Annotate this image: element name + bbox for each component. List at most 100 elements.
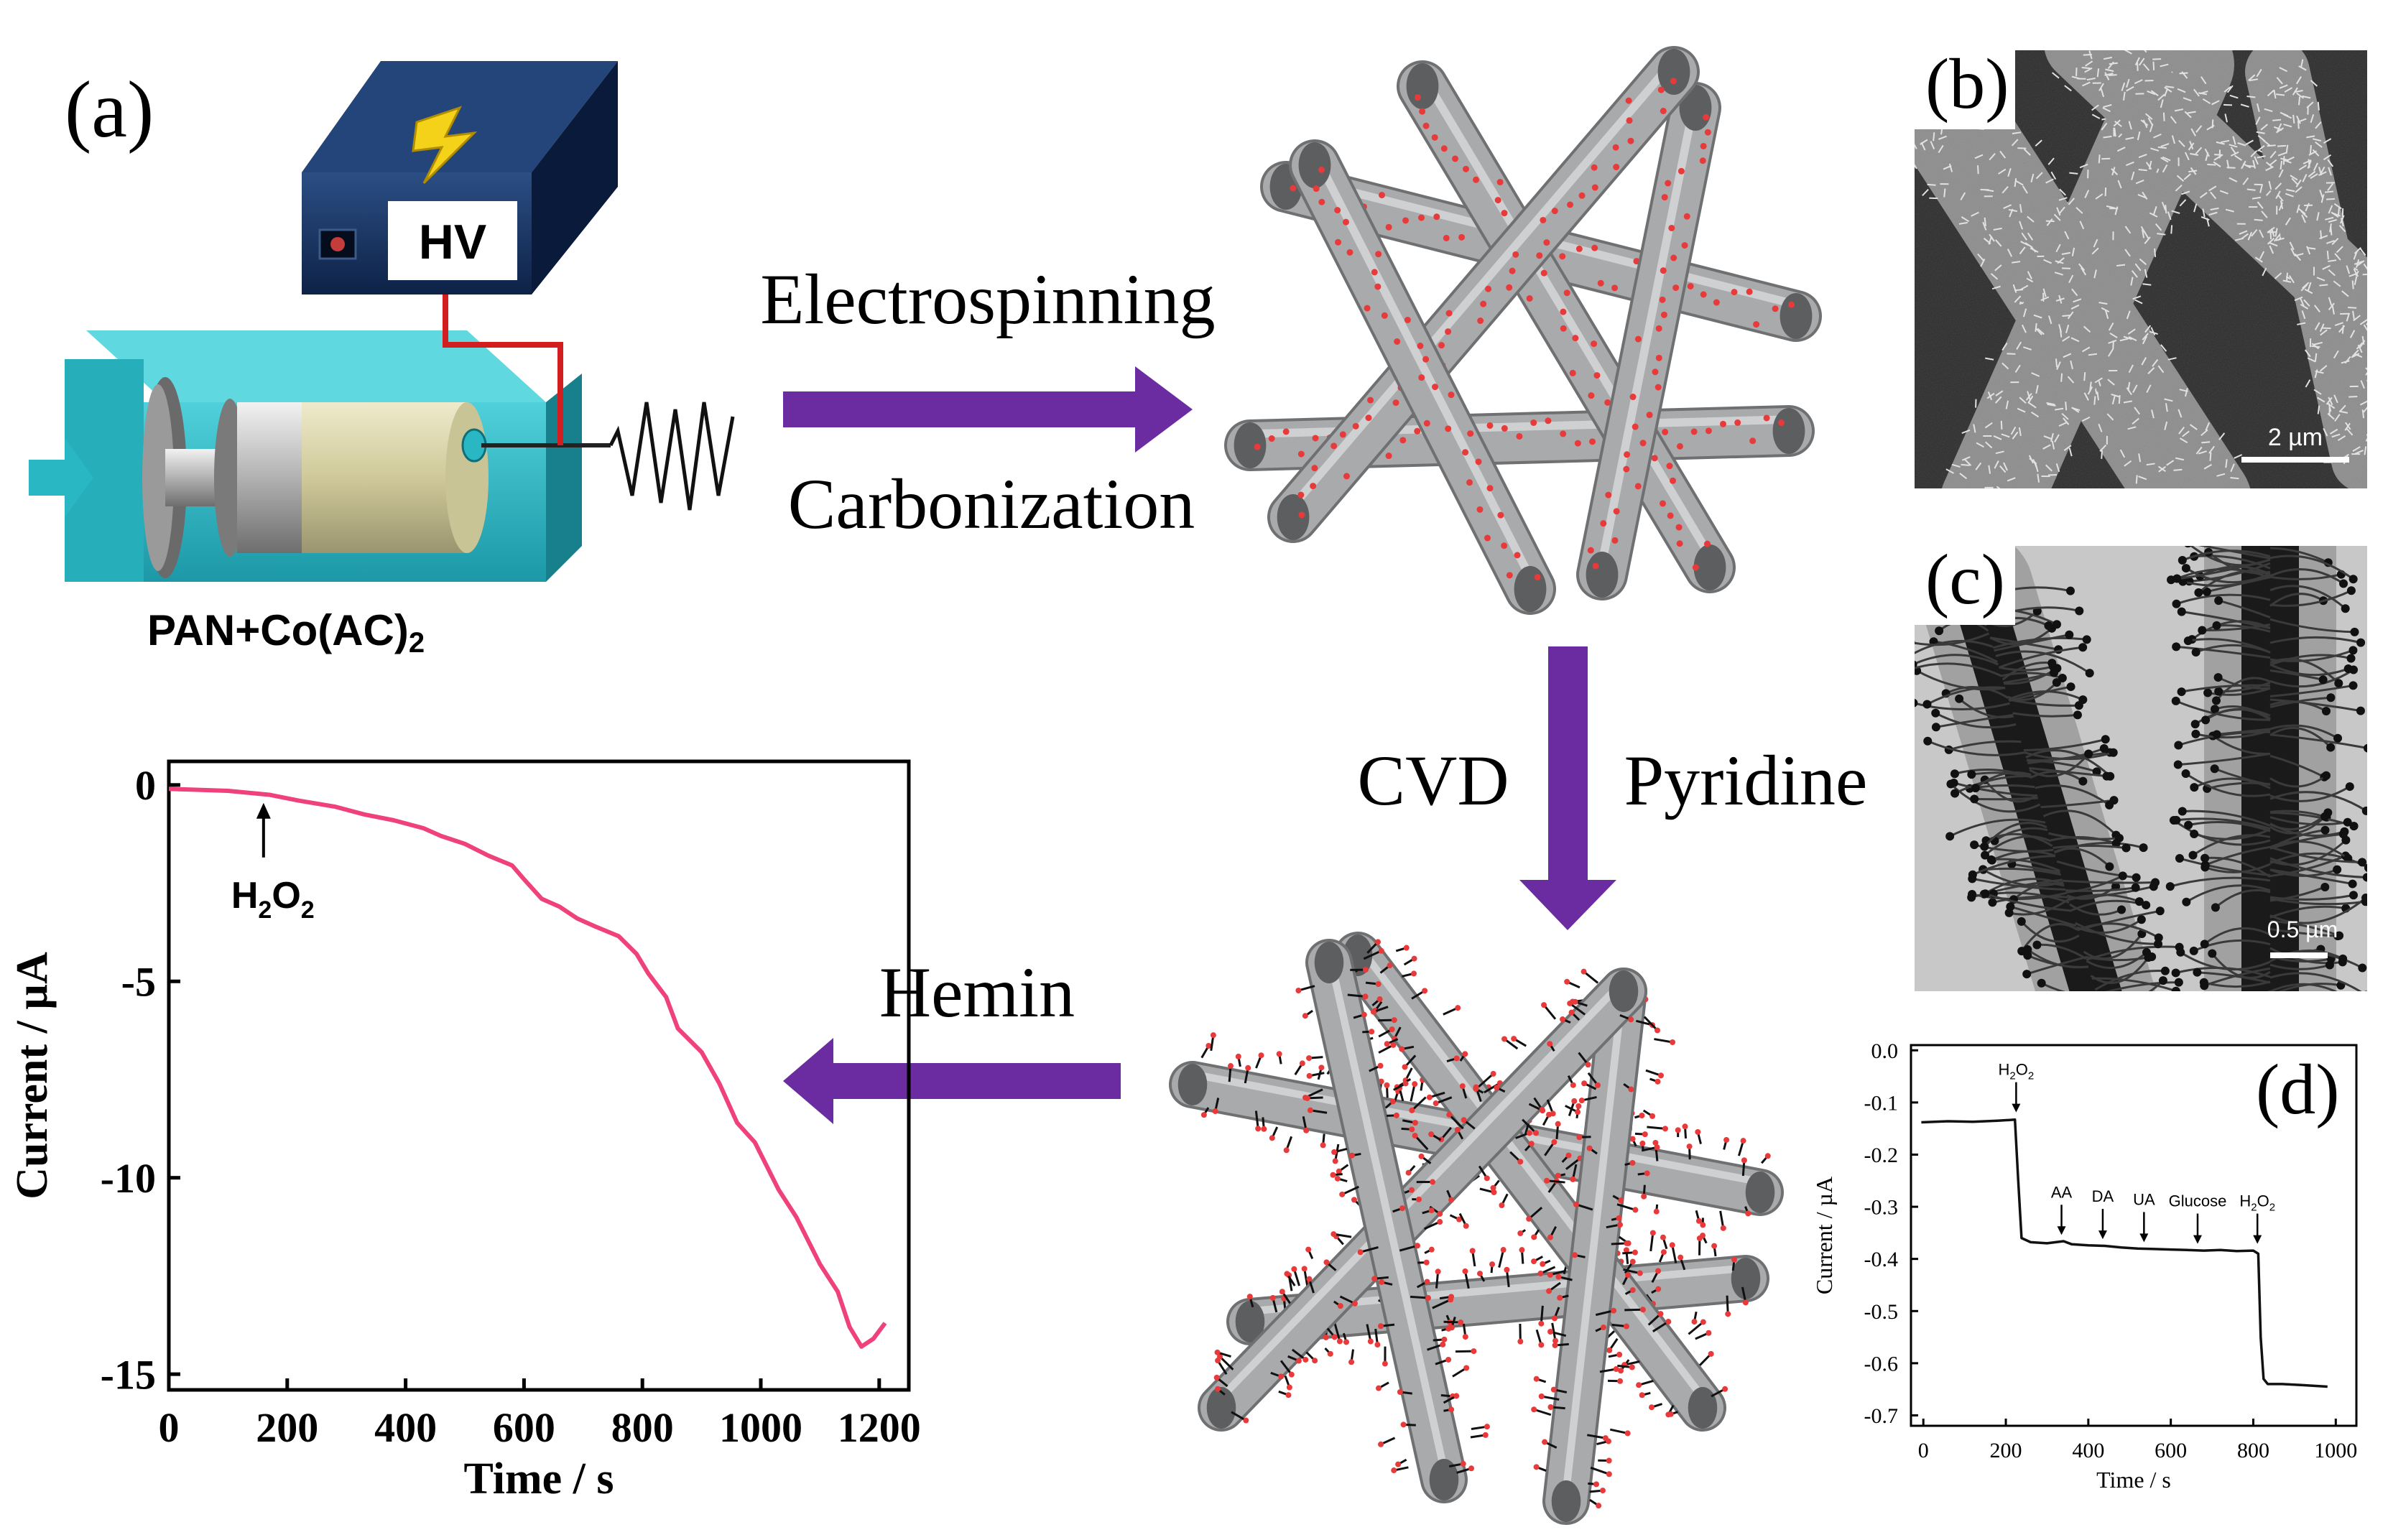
- catalyst-dot: [1425, 1295, 1432, 1302]
- catalyst-dot: [1551, 1315, 1558, 1322]
- fiber-end: [1745, 1172, 1775, 1213]
- cobalt-dot: [1788, 301, 1795, 308]
- cobalt-dot: [1597, 279, 1604, 287]
- sem-whisker: [2377, 368, 2379, 376]
- cobalt-dot: [1443, 234, 1450, 241]
- nanotube: [1366, 1324, 1372, 1342]
- tem-particle: [2154, 933, 2163, 942]
- tem-nanotube: [2198, 570, 2271, 594]
- sem-whisker: [2384, 396, 2388, 400]
- cobalt-dot: [1592, 562, 1599, 570]
- catalyst-dot: [1323, 1259, 1330, 1266]
- catalyst-dot: [1469, 1248, 1476, 1254]
- tem-nanotube: [2094, 969, 2166, 991]
- cobalt-dot: [1339, 431, 1346, 438]
- tem-nanotube: [2176, 593, 2271, 606]
- catalyst-dot: [1357, 1249, 1364, 1256]
- tem-particle: [2320, 882, 2330, 891]
- nanotube: [1522, 1118, 1537, 1134]
- tem-particle: [2050, 668, 2059, 677]
- catalyst-dot: [1541, 1002, 1547, 1008]
- cobalt-dot: [1477, 317, 1484, 325]
- cobalt-dot: [1652, 368, 1659, 376]
- cobalt-dot: [1670, 477, 1677, 484]
- h2o2-label-part: 2: [301, 896, 315, 924]
- tem-nanotube: [2035, 784, 2110, 807]
- tem-nanotube: [2077, 909, 2161, 932]
- catalyst-dot: [1334, 1175, 1341, 1182]
- tem-particle: [2109, 748, 2118, 757]
- annotation-arrowhead: [2193, 1235, 2202, 1244]
- tem-nanotube: [2269, 963, 2331, 970]
- catalyst-dot: [1547, 1041, 1553, 1047]
- plunger-disk-face: [142, 384, 174, 571]
- tem-particle: [2178, 556, 2187, 565]
- annotation-label-part: 2: [2028, 1070, 2034, 1082]
- tem-nanotube: [2207, 687, 2271, 696]
- tem-nanotube: [2269, 840, 2349, 860]
- catalyst-dot: [1258, 1052, 1264, 1059]
- catalyst-dot: [1596, 1503, 1602, 1509]
- tem-nanotube: [2269, 696, 2331, 708]
- catalyst-dot: [1391, 1467, 1397, 1474]
- catalyst-dot: [1205, 1042, 1212, 1049]
- x-tick-label: 0: [1918, 1439, 1929, 1462]
- tem-nanotube: [2050, 835, 2117, 845]
- panel-label-a: (a): [65, 65, 154, 154]
- sem-whisker: [2001, 505, 2009, 509]
- catalyst-dot: [1641, 1193, 1647, 1200]
- tem-nanotube: [2012, 863, 2060, 873]
- tem-nanotube: [1984, 822, 2047, 848]
- hv-label: HV: [419, 215, 486, 269]
- sem-whisker: [2186, 500, 2194, 504]
- nanotube: [1654, 1038, 1673, 1044]
- catalyst-dot: [1500, 1247, 1507, 1253]
- tem-particle: [2326, 743, 2336, 752]
- catalyst-dot: [1573, 1201, 1579, 1207]
- cobalt-dot: [1254, 443, 1261, 450]
- cobalt-dot: [1402, 217, 1410, 224]
- tem-nanotube: [2091, 977, 2177, 991]
- catalyst-dot: [1501, 1036, 1508, 1042]
- catalyst-dot: [1428, 1131, 1435, 1138]
- tem-particle: [2171, 968, 2180, 978]
- cobalt-dot: [1423, 419, 1430, 427]
- tem-particle: [2132, 873, 2141, 882]
- catalyst-dot: [1295, 987, 1302, 993]
- nanotube: [1333, 1233, 1352, 1238]
- cobalt-dot: [1440, 145, 1448, 152]
- cobalt-dot: [1485, 285, 1492, 292]
- tem-particle: [2214, 687, 2223, 696]
- cobalt-dot: [1297, 491, 1305, 498]
- catalyst-dot: [1611, 1307, 1617, 1314]
- cobalt-dot: [1753, 321, 1760, 328]
- sem-whisker: [1977, 497, 1986, 498]
- tem-nanotube: [2195, 729, 2271, 739]
- tem-nanotube: [2185, 884, 2271, 904]
- catalyst-dot: [1418, 1153, 1425, 1159]
- catalyst-dot: [1440, 1341, 1446, 1348]
- fiber-end: [1688, 1387, 1718, 1429]
- x-tick-label: 800: [611, 1404, 674, 1451]
- hv-wire: [443, 294, 563, 445]
- catalyst-dot: [1624, 1430, 1631, 1437]
- catalyst-dot: [1426, 1094, 1433, 1100]
- sem-whisker: [2366, 379, 2367, 382]
- tem-nanotube: [1935, 714, 2014, 728]
- x-tick-label: 1000: [719, 1404, 802, 1451]
- tem-particle: [2047, 659, 2057, 668]
- tem-particle: [2078, 643, 2088, 652]
- tem-nanotube: [1948, 740, 2022, 751]
- cobalt-dot: [1670, 254, 1677, 261]
- tem-nanotube: [1949, 818, 2046, 838]
- tem-particle: [2065, 586, 2075, 595]
- nanotube: [1726, 1295, 1729, 1314]
- tem-particle: [2193, 968, 2202, 977]
- tem-particle: [2210, 764, 2219, 774]
- tem-particle: [2203, 688, 2213, 697]
- cobalt-dot: [1634, 483, 1642, 490]
- tem-nanotube: [2176, 645, 2271, 659]
- sem-whisker: [2372, 431, 2381, 433]
- catalyst-dot: [1448, 1406, 1455, 1413]
- sem-whisker: [2103, 24, 2109, 30]
